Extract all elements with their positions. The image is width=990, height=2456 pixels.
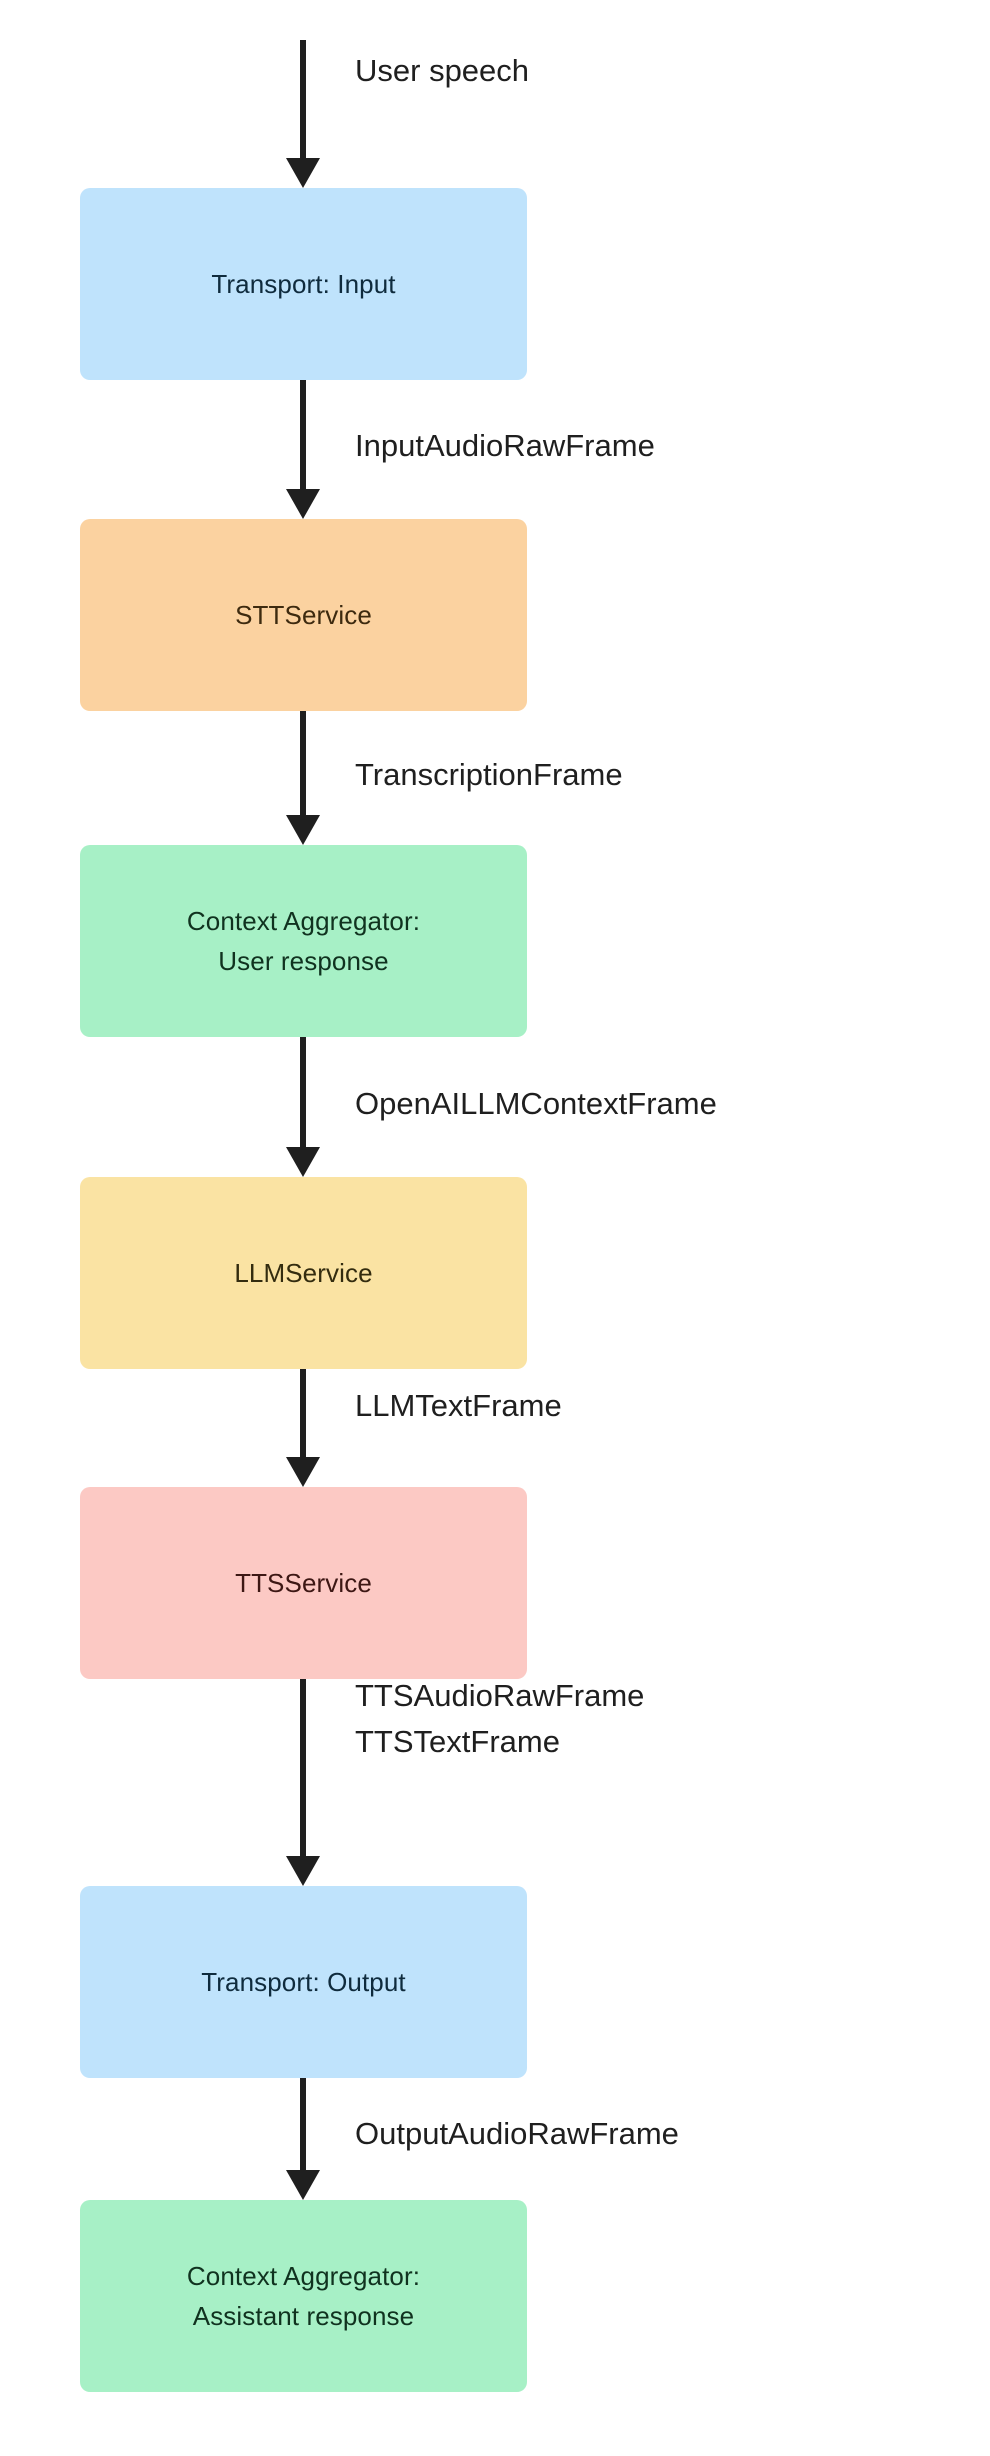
edge-label-edge-tts-frames: TTSAudioRawFrame TTSTextFrame	[355, 1678, 645, 1759]
arrow-edge-user-speech	[286, 40, 320, 188]
arrowhead-icon	[286, 815, 320, 845]
node-llm-service[interactable]: LLMService	[80, 1177, 527, 1369]
edge-label-edge-output-audio-raw-frame: OutputAudioRawFrame	[355, 2116, 679, 2151]
arrow-edge-tts-frames	[286, 1679, 320, 1886]
arrowhead-icon	[286, 158, 320, 188]
node-label-tts-service: TTSService	[235, 1568, 372, 1598]
arrow-edge-openai-llm-context-frame	[286, 1037, 320, 1177]
edge-label-edge-openai-llm-context-frame: OpenAILLMContextFrame	[355, 1086, 717, 1121]
node-label-llm-service: LLMService	[234, 1258, 373, 1288]
arrowhead-icon	[286, 489, 320, 519]
node-context-aggregator-user[interactable]: Context Aggregator: User response	[80, 845, 527, 1037]
node-label-transport-input: Transport: Input	[211, 269, 396, 299]
node-transport-output[interactable]: Transport: Output	[80, 1886, 527, 2078]
arrow-shaft	[300, 711, 306, 817]
arrow-edge-output-audio-raw-frame	[286, 2078, 320, 2200]
arrow-edge-llm-text-frame	[286, 1369, 320, 1487]
arrow-edge-input-audio-raw-frame	[286, 380, 320, 519]
node-context-aggregator-assistant[interactable]: Context Aggregator: Assistant response	[80, 2200, 527, 2392]
arrowhead-icon	[286, 1457, 320, 1487]
node-label-context-aggregator-user: Context Aggregator: User response	[186, 906, 421, 976]
node-tts-service[interactable]: TTSService	[80, 1487, 527, 1679]
arrow-edge-transcription-frame	[286, 711, 320, 845]
arrowhead-icon	[286, 2170, 320, 2200]
arrow-shaft	[300, 40, 306, 160]
arrow-shaft	[300, 1369, 306, 1459]
node-label-stt-service: STTService	[235, 600, 372, 630]
node-transport-input[interactable]: Transport: Input	[80, 188, 527, 380]
arrowhead-icon	[286, 1147, 320, 1177]
node-label-transport-output: Transport: Output	[201, 1967, 406, 1997]
arrow-shaft	[300, 2078, 306, 2172]
edge-label-edge-transcription-frame: TranscriptionFrame	[355, 757, 623, 792]
arrow-shaft	[300, 380, 306, 491]
node-label-context-aggregator-assistant: Context Aggregator: Assistant response	[186, 2261, 421, 2331]
node-stt-service[interactable]: STTService	[80, 519, 527, 711]
arrow-shaft	[300, 1679, 306, 1858]
arrowhead-icon	[286, 1856, 320, 1886]
edge-label-edge-user-speech: User speech	[355, 53, 530, 88]
edge-label-edge-input-audio-raw-frame: InputAudioRawFrame	[355, 428, 655, 463]
arrow-shaft	[300, 1037, 306, 1149]
edge-label-edge-llm-text-frame: LLMTextFrame	[355, 1388, 562, 1423]
